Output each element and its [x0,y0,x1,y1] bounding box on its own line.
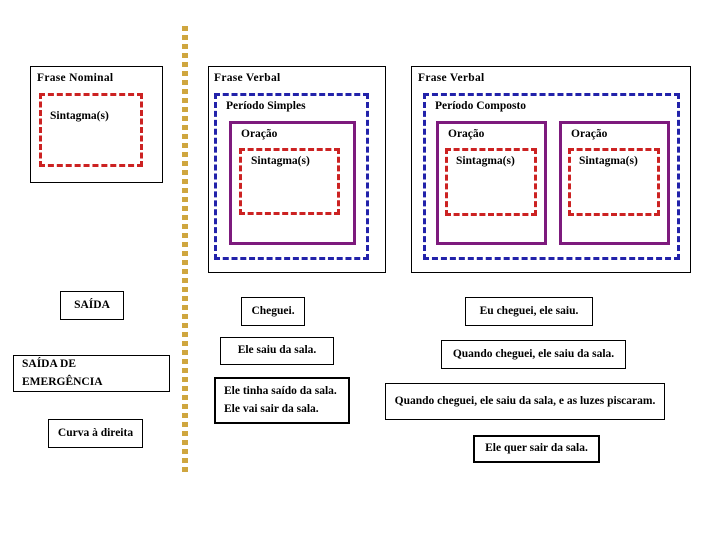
frame-label-periodo-simples: Período Simples [226,100,306,112]
frame-sintagma-composto-2: Sintagma(s) [568,148,660,216]
schema-box-frase-nominal: Frase Nominal Sintagma(s) [30,66,163,183]
example-line: Ele vai sair da sala. [224,402,319,415]
frame-periodo-simples: Período Simples Oração Sintagma(s) [214,93,369,260]
example-line: Cheguei. [251,304,295,317]
frame-periodo-composto: Período Composto Oração Sintagma(s) Oraç… [423,93,680,260]
example-line: Eu cheguei, ele saiu. [479,304,579,317]
example-line: EMERGÊNCIA [22,375,103,388]
example-box-saida-emergencia: SAÍDA DE EMERGÊNCIA [13,355,170,392]
example-line: Ele quer sair da sala. [485,442,588,455]
example-box-eu-cheguei-ele-saiu: Eu cheguei, ele saiu. [465,297,593,326]
frame-label-oracao-simples: Oração [241,128,278,140]
frame-label-sintagma-nominal: Sintagma(s) [50,110,109,122]
schema-title-frase-verbal-simples: Frase Verbal [214,72,281,84]
frame-label-sintagma-simples: Sintagma(s) [251,155,310,167]
frame-label-sintagma-composto-2: Sintagma(s) [579,155,638,167]
example-line: SAÍDA DE [22,357,77,370]
schema-title-frase-nominal: Frase Nominal [37,72,114,84]
frame-sintagma-composto-1: Sintagma(s) [445,148,537,216]
frame-oracao-simples: Oração Sintagma(s) [229,121,356,245]
schema-box-frase-verbal-composto: Frase Verbal Período Composto Oração Sin… [411,66,691,273]
example-box-cheguei: Cheguei. [241,297,305,326]
example-line: Ele tinha saído da sala. [224,384,337,397]
example-box-quando-cheguei-luzes: Quando cheguei, ele saiu da sala, e as l… [385,383,665,420]
example-line: Quando cheguei, ele saiu da sala, e as l… [394,394,656,407]
example-box-ele-saiu-da-sala: Ele saiu da sala. [220,337,334,365]
example-line: Quando cheguei, ele saiu da sala. [452,347,615,360]
schema-title-frase-verbal-composto: Frase Verbal [418,72,485,84]
frame-label-periodo-composto: Período Composto [435,100,527,112]
example-line: Ele saiu da sala. [237,344,317,357]
example-box-curva-a-direita: Curva à direita [48,419,143,448]
vertical-dotted-divider [182,26,188,475]
example-box-saida: SAÍDA [60,291,124,320]
frame-sintagma-simples: Sintagma(s) [239,148,340,215]
frame-sintagma-nominal: Sintagma(s) [39,93,143,167]
example-line: Curva à direita [57,426,134,439]
frame-label-oracao-composto-2: Oração [571,128,608,140]
frame-oracao-composto-1: Oração Sintagma(s) [436,121,547,245]
example-box-ele-quer-sair: Ele quer sair da sala. [473,435,600,463]
frame-oracao-composto-2: Oração Sintagma(s) [559,121,670,245]
frame-label-sintagma-composto-1: Sintagma(s) [456,155,515,167]
example-line: SAÍDA [74,298,110,311]
example-box-quando-cheguei: Quando cheguei, ele saiu da sala. [441,340,626,369]
example-box-perifrases: Ele tinha saído da sala. Ele vai sair da… [214,377,350,424]
frame-label-oracao-composto-1: Oração [448,128,485,140]
schema-box-frase-verbal-simples: Frase Verbal Período Simples Oração Sint… [208,66,386,273]
